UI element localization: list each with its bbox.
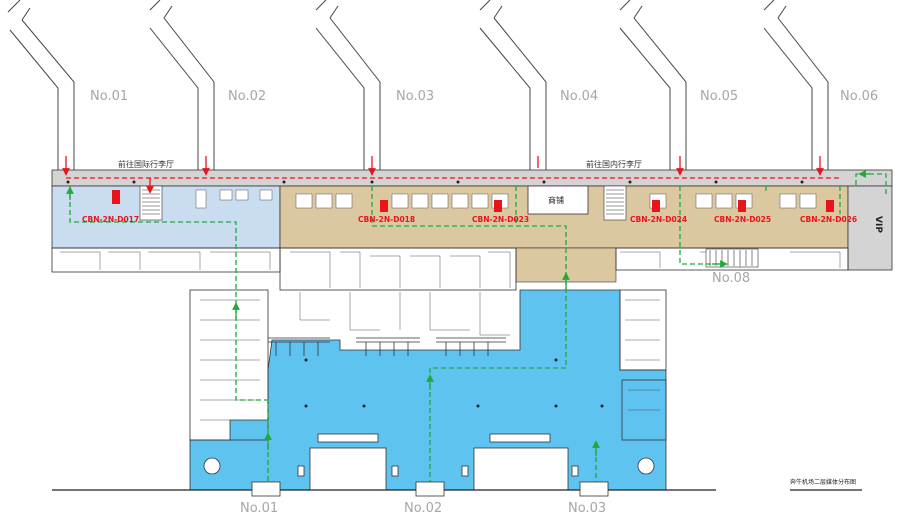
hall-furniture — [203, 433, 655, 491]
gate-label-top-01: No.01 — [90, 89, 128, 104]
escalator-intl — [139, 185, 163, 221]
vip-label: VIP — [873, 216, 883, 233]
media-marker-d017[interactable] — [112, 190, 120, 204]
media-code-d026: CBN-2N-D026 — [800, 215, 857, 224]
departure-arrows — [66, 170, 870, 456]
media-code-d017: CBN-2N-D017 — [82, 215, 139, 224]
gate-label-top-03: No.03 — [396, 89, 434, 104]
jet-bridge-01 — [7, 0, 75, 170]
gate-label-top-04: No.04 — [560, 89, 598, 104]
shop-box — [527, 185, 589, 215]
arrival-arrows — [62, 156, 824, 194]
gate-label-08: No.08 — [712, 271, 750, 286]
baggage-counters — [268, 337, 506, 356]
corridor-label-domestic: 前往国内行李厅 — [586, 159, 642, 169]
jet-bridges — [7, 0, 829, 170]
escalator-08 — [705, 248, 759, 268]
corridor-label-international: 前往国际行李厅 — [118, 159, 174, 169]
jet-bridge-04 — [479, 0, 547, 170]
media-marker-d024[interactable] — [652, 200, 660, 212]
media-code-d024: CBN-2N-D024 — [630, 215, 687, 224]
media-marker-d023[interactable] — [494, 200, 502, 212]
gate-label-top-02: No.02 — [228, 89, 266, 104]
seating-rows — [195, 189, 817, 209]
jet-bridge-03 — [315, 0, 381, 170]
media-code-d023: CBN-2N-D023 — [472, 215, 529, 224]
media-marker-d018[interactable] — [380, 200, 388, 212]
media-marker-d026[interactable] — [826, 200, 834, 212]
media-marker-d025[interactable] — [738, 200, 746, 212]
jet-bridge-02 — [149, 0, 215, 170]
media-code-d025: CBN-2N-D025 — [714, 215, 771, 224]
escalator-domestic — [603, 185, 627, 221]
jet-bridge-05 — [619, 0, 687, 170]
gate-label-bottom-01: No.01 — [240, 501, 278, 514]
gate-label-top-06: No.06 — [840, 89, 878, 104]
gate-label-top-05: No.05 — [700, 89, 738, 104]
lower-building-outline — [51, 247, 849, 441]
media-code-d018: CBN-2N-D018 — [358, 215, 415, 224]
gate-label-bottom-02: No.02 — [404, 501, 442, 514]
vip-area — [847, 185, 893, 271]
media-markers — [112, 190, 834, 212]
escalators — [139, 185, 759, 268]
pillars — [66, 180, 804, 408]
bottom-doors — [251, 481, 609, 497]
shop-label: 商铺 — [548, 195, 564, 205]
jet-bridge-06 — [763, 0, 829, 170]
arrival-hall — [189, 289, 667, 491]
map-caption: 奔牛机场二层媒体分布图 — [790, 478, 856, 486]
gate-label-bottom-03: No.03 — [568, 501, 606, 514]
